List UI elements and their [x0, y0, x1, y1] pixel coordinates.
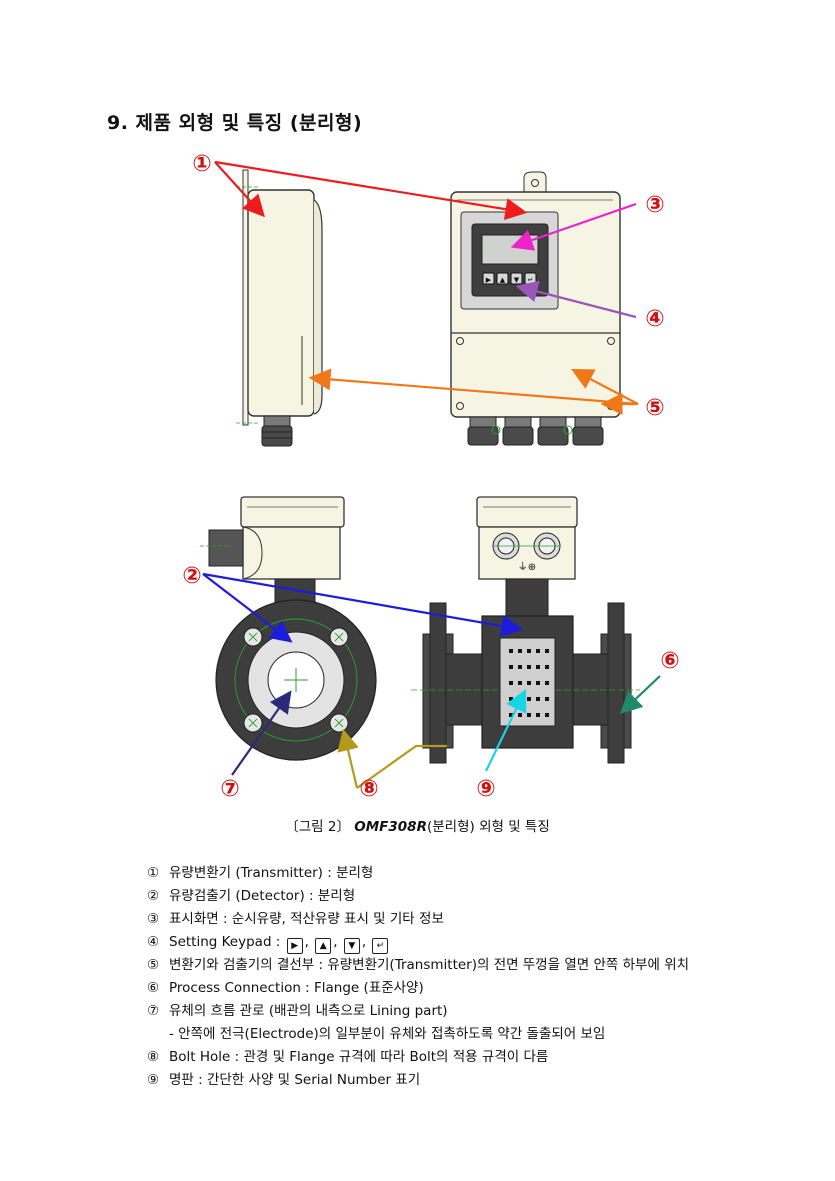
transmitter-front-view: ▶ ▲ ▼ ↵ — [450, 171, 621, 446]
legend-number: ④ — [147, 934, 160, 950]
legend-item: ⑤ 변환기와 검출기의 결선부 : 유량변환기(Transmitter)의 전면 … — [147, 954, 689, 977]
keypad: ▶ ▲ ▼ ↵ — [482, 272, 537, 285]
caption-prefix: 〔그림 2〕 — [285, 819, 350, 835]
legend-number: ① — [147, 865, 160, 881]
legend-number: ⑦ — [147, 1003, 160, 1019]
legend-text: 명판 : 간단한 사양 및 Serial Number 표기 — [169, 1072, 421, 1088]
callout-6: ⑥ — [660, 648, 679, 674]
callout-4: ④ — [645, 306, 664, 332]
svg-text:▼: ▼ — [514, 276, 520, 284]
callout-2: ② — [182, 563, 201, 589]
legend-item: ① 유량변환기 (Transmitter) : 분리형 — [147, 862, 689, 885]
right-key-icon: ▶ — [286, 938, 303, 954]
legend-item: ③ 표시화면 : 순시유량, 적산유량 표시 및 기타 정보 — [147, 908, 689, 931]
legend-text: 변환기와 검출기의 결선부 : 유량변환기(Transmitter)의 전면 뚜… — [169, 957, 690, 973]
legend-number: ② — [147, 888, 160, 904]
callout-5: ⑤ — [645, 395, 664, 421]
legend-item: ⑨ 명판 : 간단한 사양 및 Serial Number 표기 — [147, 1069, 689, 1092]
legend-number: ⑧ — [147, 1049, 160, 1065]
legend-item: ⑧ Bolt Hole : 관경 및 Flange 규격에 따라 Bolt의 적용… — [147, 1046, 689, 1069]
page-title: 9. 제품 외형 및 특징 (분리형) — [107, 112, 363, 134]
legend-item: ② 유량검출기 (Detector) : 분리형 — [147, 885, 689, 908]
legend-number: ⑨ — [147, 1072, 160, 1088]
legend-number: ⑤ — [147, 957, 160, 973]
legend-item: ⑥ Process Connection : Flange (표준사양) — [147, 977, 689, 1000]
legend-text: Bolt Hole : 관경 및 Flange 규격에 따라 Bolt의 적용 … — [169, 1049, 549, 1065]
legend-subitem: - 안쪽에 전극(Electrode)의 일부분이 유체와 접촉하도록 약간 돌… — [147, 1023, 689, 1046]
down-key-icon: ▼ — [343, 938, 360, 954]
legend-number: ③ — [147, 911, 160, 927]
svg-text:⏚⊕: ⏚⊕ — [518, 561, 536, 573]
callout-9: ⑨ — [476, 776, 495, 802]
pointer-arrows — [202, 160, 661, 789]
figure-caption: 〔그림 2〕 OMF308R(분리형) 외형 및 특징 — [0, 815, 835, 835]
detector-front-view: ⏚⊕ — [411, 496, 640, 764]
feature-legend: ① 유량변환기 (Transmitter) : 분리형 ② 유량검출기 (Detec… — [147, 862, 689, 1092]
product-illustration: ▶ ▲ ▼ ↵ — [182, 151, 679, 802]
enter-key-icon: ↵ — [372, 938, 389, 954]
legend-text: Process Connection : Flange (표준사양) — [169, 980, 424, 996]
callout-8: ⑧ — [359, 776, 378, 802]
legend-item: ⑦ 유체의 흐름 관로 (배관의 내측으로 Lining part) — [147, 1000, 689, 1023]
legend-text: 유량검출기 (Detector) : 분리형 — [169, 888, 356, 904]
svg-text:▶: ▶ — [486, 276, 492, 284]
detector-side-view — [200, 496, 377, 761]
caption-suffix: (분리형) 외형 및 특징 — [426, 819, 550, 835]
svg-text:↵: ↵ — [528, 276, 534, 284]
callout-1: ① — [192, 151, 211, 177]
legend-text: - 안쪽에 전극(Electrode)의 일부분이 유체와 접촉하도록 약간 돌… — [169, 1026, 606, 1042]
legend-number: ⑥ — [147, 980, 160, 996]
legend-text: 표시화면 : 순시유량, 적산유량 표시 및 기타 정보 — [169, 911, 444, 927]
callout-7: ⑦ — [220, 776, 239, 802]
up-key-icon: ▲ — [315, 938, 332, 954]
svg-text:▲: ▲ — [500, 276, 506, 284]
callout-3: ③ — [645, 192, 664, 218]
legend-text: 유체의 흐름 관로 (배관의 내측으로 Lining part) — [169, 1003, 448, 1019]
legend-text: 유량변환기 (Transmitter) : 분리형 — [169, 865, 374, 881]
legend-text: Setting Keypad : — [169, 934, 281, 950]
transmitter-side-view — [236, 169, 323, 447]
caption-model: OMF308R — [354, 819, 427, 835]
